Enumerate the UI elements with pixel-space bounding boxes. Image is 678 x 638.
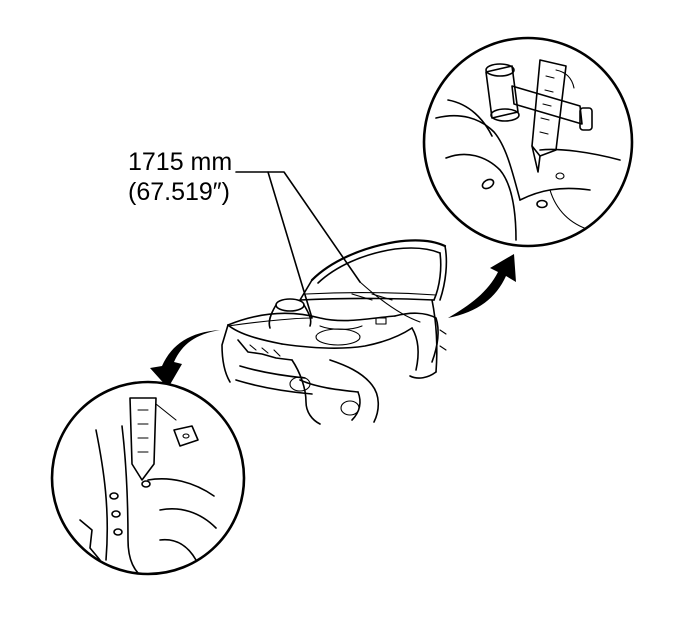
front-inset-circle [50, 380, 246, 576]
front-panel [281, 327, 413, 349]
car-body [221, 239, 448, 425]
windshield-top [310, 239, 447, 282]
a-pillar-right-inner [433, 252, 442, 301]
gauge-knob [579, 107, 593, 131]
engine-bay-hole [315, 328, 361, 346]
dimension-metric-label: 1715 mm [128, 148, 233, 176]
frame-hole-2 [340, 400, 360, 416]
fender-apron-edge [411, 327, 419, 371]
front-scale-ticks [137, 409, 149, 453]
arrow-to-rear-detail [448, 254, 516, 318]
gauge-scale [531, 59, 567, 157]
cowl-upper [305, 292, 437, 296]
small-bracket [173, 425, 199, 447]
subframe [299, 379, 359, 393]
strut-tower-left [275, 298, 305, 312]
front-gauge-scale [129, 397, 157, 481]
hinge-marks [439, 329, 447, 351]
engine-bay-rear [227, 312, 396, 326]
gauge-pointer [531, 145, 541, 173]
arrow-to-front-detail [150, 330, 220, 388]
dimension-line-front [227, 317, 313, 327]
subframe-right [351, 391, 361, 421]
radiator-support-top [227, 324, 283, 345]
front-detail-inset [50, 380, 246, 576]
rocker-front [409, 371, 437, 379]
rear-detail-inset [422, 36, 634, 248]
rear-inset-circle [422, 36, 634, 248]
strut-tower-left-body [268, 304, 312, 329]
dimension-line-rear [359, 281, 421, 323]
headlamp-marks [249, 344, 281, 357]
frame-hole-1 [289, 376, 311, 392]
gauge-bar [511, 85, 583, 125]
dimension-leader [227, 171, 421, 327]
windshield-inner [317, 247, 441, 284]
lower-crossmember [239, 365, 306, 379]
scale-ticks [539, 75, 555, 135]
front-left-rail [221, 324, 231, 383]
headlamp-panel [237, 339, 293, 361]
dimension-imperial-label: (67.519″) [128, 178, 230, 206]
a-pillar-left [299, 279, 313, 301]
leader-line-1 [235, 171, 313, 319]
a-pillar-right [439, 245, 448, 301]
wheel-well-front [329, 359, 380, 423]
hinge-pillar [431, 299, 438, 373]
bracket-right [375, 317, 387, 325]
lower-crossmember-2 [235, 379, 313, 395]
engine-bay-ridge [319, 325, 363, 330]
front-frame-rail [291, 359, 321, 425]
leader-line-2 [267, 171, 361, 283]
